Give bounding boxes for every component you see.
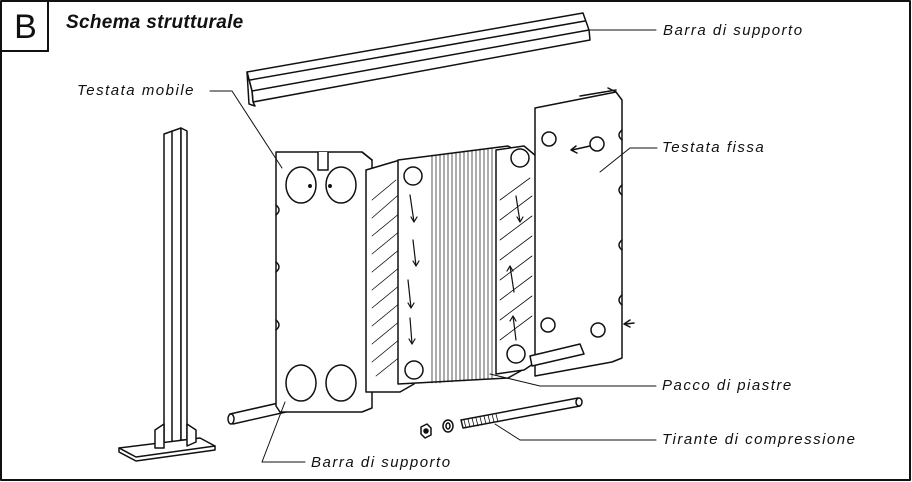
support-column <box>118 127 216 462</box>
upper-support-bar <box>246 12 591 107</box>
label-upper-support-bar: Barra di supporto <box>663 22 804 39</box>
plate-pack <box>365 145 537 393</box>
movable-head <box>275 151 373 413</box>
section-badge: B <box>14 8 37 46</box>
nut <box>420 423 432 439</box>
label-tie-rod: Tirante di compressione <box>662 431 857 448</box>
tie-rod <box>460 397 583 429</box>
label-fixed-head: Testata fissa <box>662 139 766 156</box>
diagram-title: Schema strutturale <box>66 12 244 33</box>
label-lower-support-bar: Barra di supporto <box>311 454 452 471</box>
leader-lines <box>209 29 658 463</box>
label-plate-pack: Pacco di piastre <box>662 377 793 394</box>
label-movable-head: Testata mobile <box>77 82 196 99</box>
fixed-head <box>529 87 635 377</box>
washer <box>442 419 454 433</box>
